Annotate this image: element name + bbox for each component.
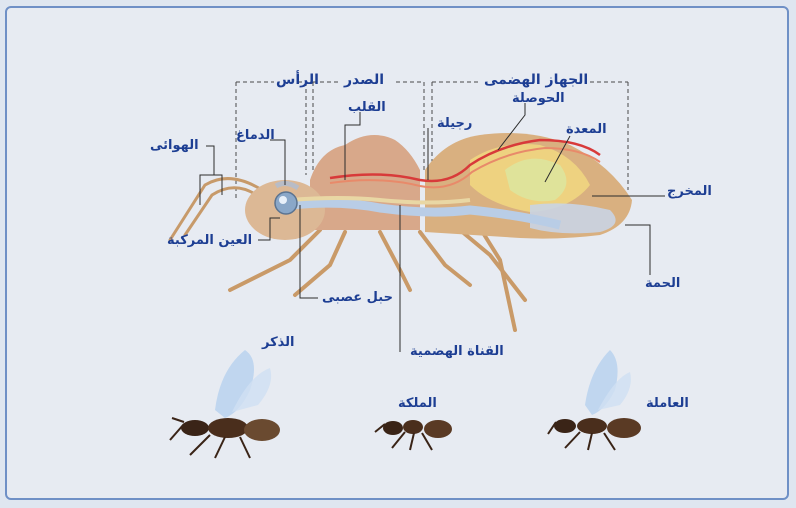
section-head-label: الرأس bbox=[276, 72, 319, 88]
label-stomach: المعدة bbox=[566, 122, 607, 137]
label-nerve-cord: حبل عصبى bbox=[322, 290, 393, 305]
worker-thorax bbox=[577, 418, 607, 434]
label-compound-eye: العين المركبة bbox=[167, 233, 252, 248]
queen-head bbox=[383, 421, 403, 435]
caste-male-label: الذكر bbox=[262, 335, 295, 350]
queen-thorax bbox=[403, 420, 423, 434]
sting-pointer bbox=[625, 225, 650, 275]
male-ant-drawing bbox=[170, 350, 280, 458]
legs-drawing bbox=[230, 228, 525, 330]
label-heart: القلب bbox=[348, 100, 386, 115]
section-thorax-label: الصدر bbox=[344, 72, 384, 88]
queen-ant-drawing bbox=[375, 420, 452, 450]
compound-eye-drawing bbox=[275, 192, 297, 214]
label-antennae: الهوائى bbox=[150, 138, 199, 153]
compound-eye-highlight bbox=[279, 196, 287, 204]
section-digestive-label: الجهاز الهضمى bbox=[484, 72, 588, 88]
male-thorax bbox=[208, 418, 248, 438]
male-abdomen bbox=[244, 419, 280, 441]
label-leg: رجيلة bbox=[437, 116, 472, 131]
worker-head bbox=[554, 419, 576, 433]
worker-ant-drawing bbox=[548, 350, 641, 450]
label-sting: الحمة bbox=[645, 276, 680, 291]
male-head bbox=[181, 420, 209, 436]
label-crop: الحوصلة bbox=[512, 91, 565, 106]
label-brain: الدماغ bbox=[236, 128, 275, 143]
label-anus: المخرج bbox=[667, 184, 712, 199]
queen-abdomen bbox=[424, 420, 452, 438]
caste-worker-label: العاملة bbox=[646, 396, 689, 411]
brain-pointer bbox=[270, 140, 285, 185]
caste-queen-label: الملكة bbox=[398, 396, 437, 411]
label-digestive-canal: القناة الهضمية bbox=[410, 344, 504, 359]
worker-abdomen bbox=[607, 418, 641, 438]
